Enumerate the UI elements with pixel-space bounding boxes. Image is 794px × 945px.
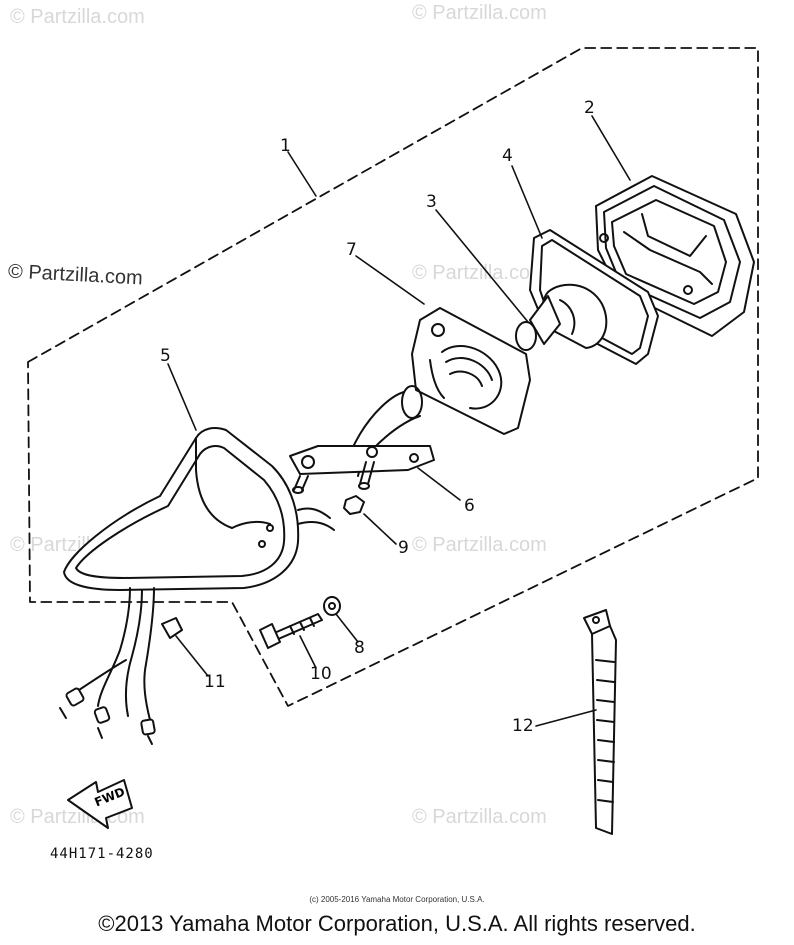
- callout-12: 12: [512, 716, 534, 736]
- watermark-mid-right: © Partzilla.com: [412, 262, 547, 284]
- callout-4: 4: [502, 146, 513, 166]
- copyright-main: ©2013 Yamaha Motor Corporation, U.S.A. A…: [98, 911, 696, 936]
- assembly-boundary: [27, 47, 759, 707]
- washer-part-8: [323, 596, 341, 616]
- copyright-small: (c) 2005-2016 Yamaha Motor Corporation, …: [309, 895, 485, 904]
- callout-9: 9: [398, 538, 409, 558]
- stay-body-part-5: [63, 427, 335, 591]
- screws: [292, 461, 375, 494]
- watermark-top-right: © Partzilla.com: [412, 2, 547, 24]
- nut-part-9: [343, 495, 365, 515]
- base-plate-part-7: [411, 307, 531, 435]
- bolt-part-10: [259, 613, 323, 649]
- bracket-part-6: [289, 445, 435, 475]
- callout-6: 6: [464, 496, 475, 516]
- watermark-bottom-right: © Partzilla.com: [412, 806, 547, 828]
- callout-11: 11: [204, 672, 226, 692]
- fwd-arrow-icon: [67, 779, 133, 829]
- callout-8: 8: [354, 638, 365, 658]
- callout-1: 1: [280, 136, 291, 156]
- cable-tie-part-12: [583, 609, 617, 835]
- callout-3: 3: [426, 192, 437, 212]
- callout-10: 10: [310, 664, 332, 684]
- diagram-part-code: 44H171-4280: [50, 846, 154, 862]
- watermark-lower-right: © Partzilla.com: [412, 534, 547, 556]
- watermark-top-left: © Partzilla.com: [10, 6, 145, 28]
- callout-5: 5: [160, 346, 171, 366]
- wire-harness: [59, 587, 183, 745]
- bulb-part-3: [515, 283, 608, 351]
- leader-lines: [167, 115, 631, 727]
- callout-7: 7: [346, 240, 357, 260]
- callout-2: 2: [584, 98, 595, 118]
